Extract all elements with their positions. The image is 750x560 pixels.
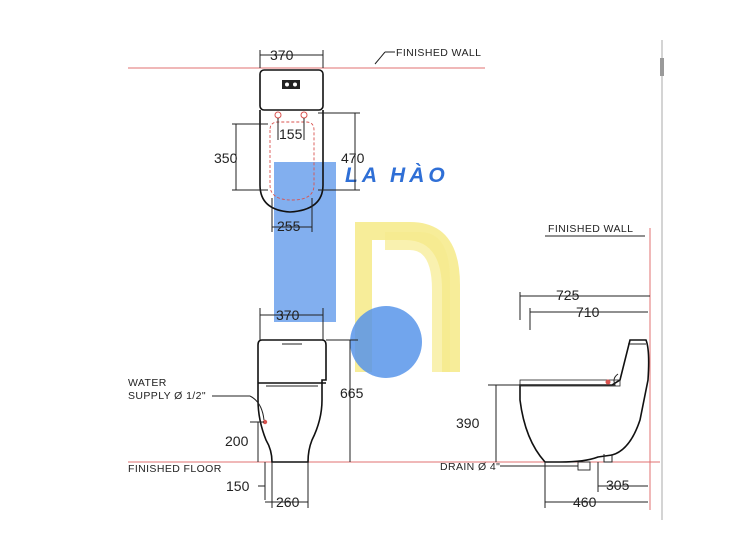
- dim-total-height: 665: [340, 385, 364, 401]
- watermark-text: LA HÀO: [345, 164, 449, 187]
- dim-seat-height: 390: [456, 415, 480, 431]
- scrollbar-thumb[interactable]: [660, 58, 664, 76]
- dim-supply-height: 200: [225, 433, 249, 449]
- dim-drain-offset: 305: [606, 477, 630, 493]
- dim-supply-offset: 150: [226, 478, 250, 494]
- dim-front-width: 370: [276, 307, 300, 323]
- label-drain: DRAIN Ø 4": [440, 461, 500, 473]
- dim-top-width: 370: [270, 47, 294, 63]
- dim-inlet-spacing: 155: [279, 126, 303, 142]
- dim-side-length-inner: 710: [576, 304, 600, 320]
- dim-seat-width: 255: [277, 218, 301, 234]
- top-view: 370 FINISHED WALL 155 350 470 255: [214, 47, 481, 234]
- label-finished-wall-top: FINISHED WALL: [396, 47, 481, 59]
- front-view: 370 665 WATER SUPPLY Ø 1/2" 200 FINISHED…: [128, 307, 364, 510]
- dim-side-length-total: 725: [556, 287, 580, 303]
- dim-seat-depth-right: 470: [341, 150, 365, 166]
- dim-base-depth: 460: [573, 494, 597, 510]
- dim-seat-depth-left: 350: [214, 150, 238, 166]
- side-view: FINISHED WALL 725 710 390 DRAIN Ø 4" 460…: [440, 223, 650, 510]
- watermark-logo: [274, 162, 460, 378]
- label-finished-floor: FINISHED FLOOR: [128, 463, 222, 475]
- label-finished-wall-side: FINISHED WALL: [548, 223, 633, 235]
- dim-base-width: 260: [276, 494, 300, 510]
- label-water-supply-2: SUPPLY Ø 1/2": [128, 390, 206, 402]
- label-water-supply-1: WATER: [128, 377, 167, 389]
